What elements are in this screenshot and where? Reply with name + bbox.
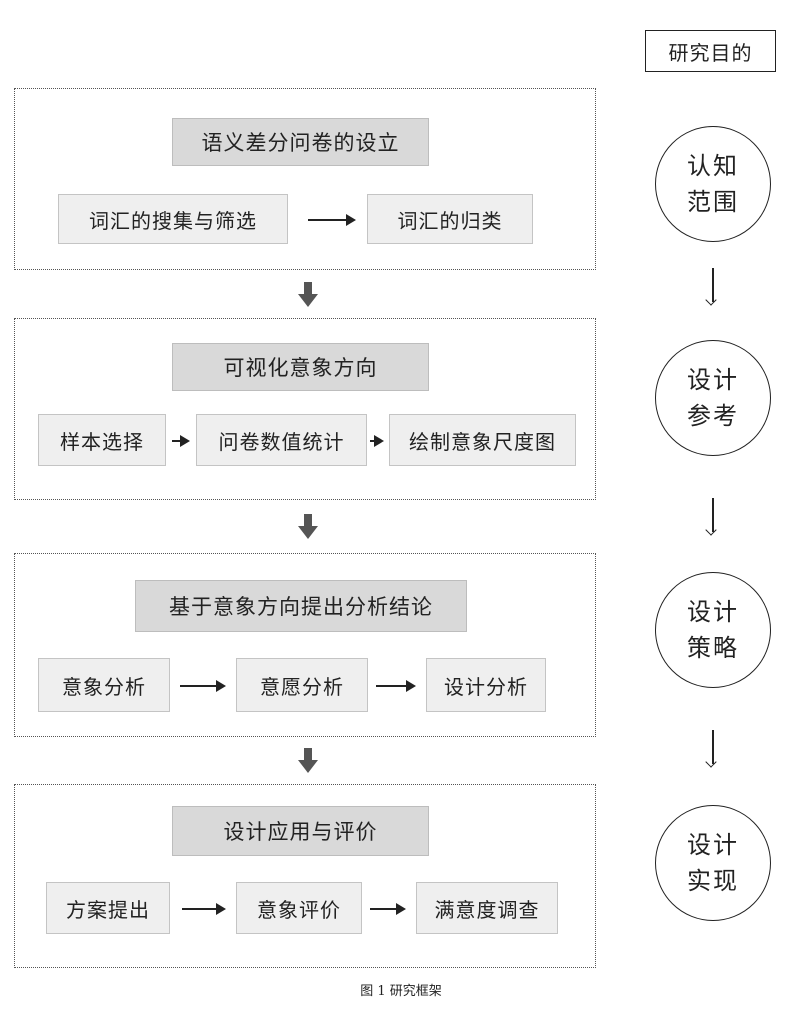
arrow-right <box>308 214 356 226</box>
arrow-down <box>298 282 318 308</box>
goal-2-line-2: 参考 <box>687 402 739 430</box>
stage-4-step-1: 方案提出 <box>46 882 170 934</box>
goal-arrow-down <box>705 498 720 538</box>
stage-4-title: 设计应用与评价 <box>172 806 429 856</box>
stage-3-step-2: 意愿分析 <box>236 658 368 712</box>
stage-2-title: 可视化意象方向 <box>172 343 429 391</box>
stage-2-frame <box>14 318 596 500</box>
stage-3-frame <box>14 553 596 737</box>
stage-4-step-2: 意象评价 <box>236 882 362 934</box>
stage-1-step-2: 词汇的归类 <box>367 194 533 244</box>
stage-1-step-1: 词汇的搜集与筛选 <box>58 194 288 244</box>
goal-4-line-1: 设计 <box>687 831 739 859</box>
arrow-down <box>298 748 318 774</box>
stage-3-title: 基于意象方向提出分析结论 <box>135 580 467 632</box>
stage-2-step-3: 绘制意象尺度图 <box>389 414 576 466</box>
arrow-right <box>180 680 226 692</box>
stage-3-step-3: 设计分析 <box>426 658 546 712</box>
arrow-down <box>298 514 318 540</box>
goal-3-line-1: 设计 <box>687 598 739 626</box>
stage-2-step-2: 问卷数值统计 <box>196 414 367 466</box>
arrow-right <box>376 680 416 692</box>
goal-1-line-2: 范围 <box>687 188 739 216</box>
stage-4-frame <box>14 784 596 968</box>
arrow-right <box>370 903 406 915</box>
arrow-right <box>370 435 384 447</box>
goal-4-line-2: 实现 <box>687 867 739 895</box>
goal-circle-2: 设计 参考 <box>655 340 771 456</box>
purpose-header: 研究目的 <box>645 30 776 72</box>
stage-2-step-1: 样本选择 <box>38 414 166 466</box>
goal-arrow-down <box>705 730 720 770</box>
stage-1-frame <box>14 88 596 270</box>
goal-circle-3: 设计 策略 <box>655 572 771 688</box>
goal-circle-1: 认知 范围 <box>655 126 771 242</box>
stage-4-step-3: 满意度调查 <box>416 882 558 934</box>
goal-circle-4: 设计 实现 <box>655 805 771 921</box>
goal-3-line-2: 策略 <box>687 634 739 662</box>
goal-1-line-1: 认知 <box>687 152 739 180</box>
arrow-right <box>172 435 190 447</box>
goal-2-line-1: 设计 <box>687 366 739 394</box>
goal-arrow-down <box>705 268 720 308</box>
stage-1-title: 语义差分问卷的设立 <box>172 118 429 166</box>
arrow-right <box>182 903 226 915</box>
figure-caption: 图 1 研究框架 <box>360 984 442 999</box>
stage-3-step-1: 意象分析 <box>38 658 170 712</box>
